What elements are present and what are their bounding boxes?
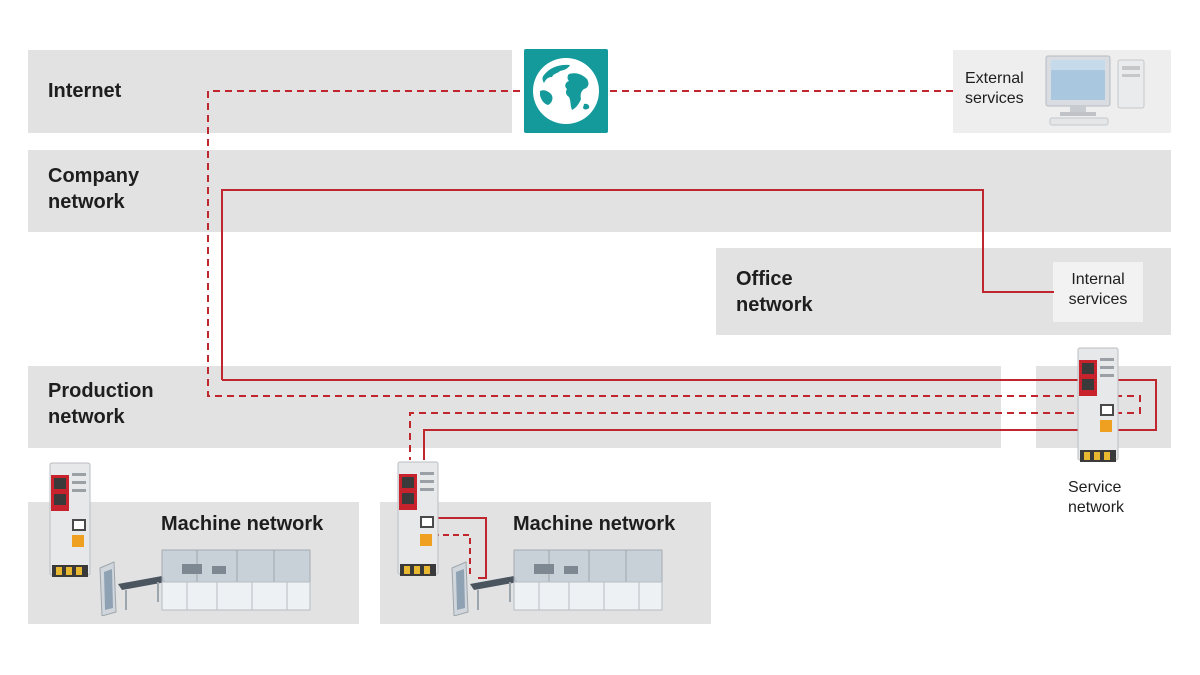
internal-services-label: Internal services xyxy=(1068,271,1128,308)
production-network-label: Production network xyxy=(48,380,154,428)
company-network-label: Company network xyxy=(48,165,140,213)
production-machine-icon-right xyxy=(451,549,663,616)
internet-vpn-link xyxy=(207,90,1141,460)
service-network-label: Service network xyxy=(1068,479,1125,516)
office-network-label: Office network xyxy=(736,268,813,316)
desktop-computer-icon xyxy=(1045,55,1145,126)
machine-router-device-right xyxy=(397,461,439,576)
machine-network-label-left: Machine network xyxy=(161,513,324,535)
machine-router-device-left xyxy=(49,462,91,577)
service-router-device xyxy=(1077,347,1119,462)
globe-icon xyxy=(524,49,608,133)
company-network-link xyxy=(221,189,1054,380)
machine-link-dashed xyxy=(433,534,471,578)
machine-network-label-right: Machine network xyxy=(513,513,676,535)
production-service-link xyxy=(222,379,1157,460)
internal-services-box xyxy=(1053,262,1143,322)
machine-link-solid xyxy=(433,517,487,579)
production-machine-icon-left xyxy=(99,549,311,616)
internet-label: Internet xyxy=(48,80,122,102)
external-services-label: External services xyxy=(965,70,1024,107)
